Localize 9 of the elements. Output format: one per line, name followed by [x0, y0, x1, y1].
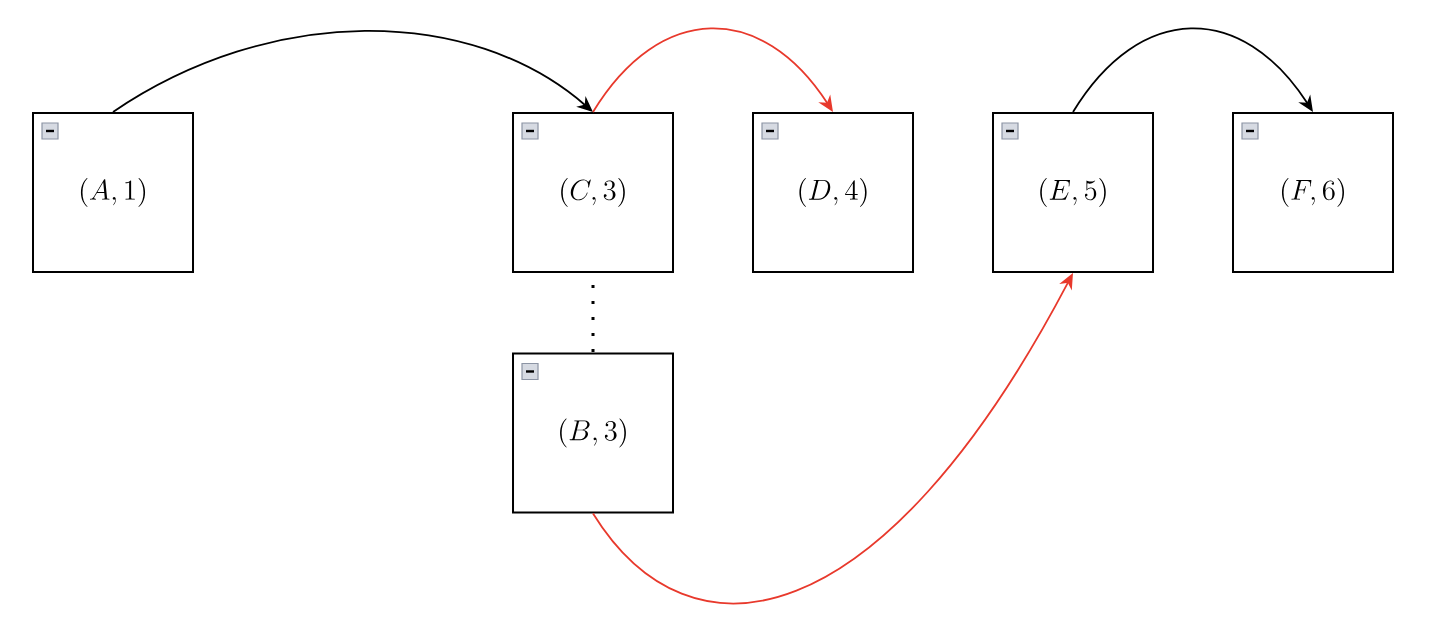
curved-arrow [1072, 27, 1313, 113]
node-box: $(A,1)$ [32, 112, 194, 273]
node-box: $(C,3)$ [512, 112, 674, 273]
node-box: $(F,6)$ [1232, 112, 1394, 273]
node-box: $(D,4)$ [752, 112, 914, 273]
node-box: $(E,5)$ [992, 112, 1154, 273]
curved-arrow [592, 27, 833, 113]
node-box: $(B,3)$ [512, 352, 674, 514]
curved-arrow [112, 30, 593, 113]
